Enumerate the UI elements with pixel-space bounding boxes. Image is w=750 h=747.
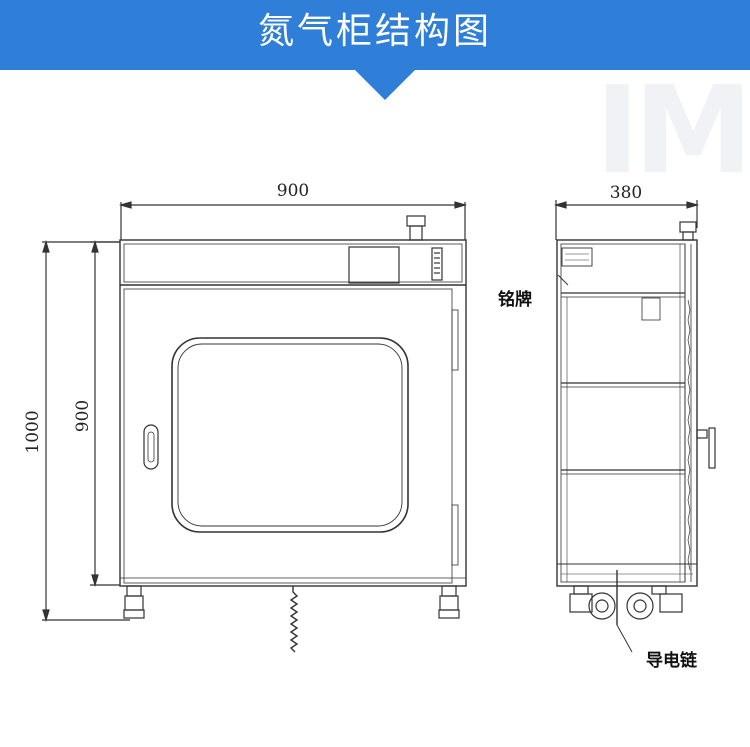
front-width-dim: 900: [277, 181, 309, 201]
door-handle: [143, 424, 159, 470]
title-banner: 氮气柜结构图: [0, 0, 750, 70]
side-depth-dim: 380: [610, 183, 642, 203]
viewing-window: [171, 337, 409, 533]
nameplate: [561, 247, 593, 267]
ground-chain-label: 导电链: [646, 650, 698, 671]
banner-pointer: [355, 70, 415, 100]
control-display: [348, 246, 400, 284]
watermark-logo: IM: [595, 62, 750, 201]
front-view: [42, 201, 468, 653]
side-view: [553, 200, 716, 653]
front-body-height-dim: 900: [73, 400, 93, 432]
nameplate-label: 铭牌: [498, 289, 532, 310]
page-title: 氮气柜结构图: [257, 11, 492, 52]
front-total-height-dim: 1000: [23, 410, 43, 453]
